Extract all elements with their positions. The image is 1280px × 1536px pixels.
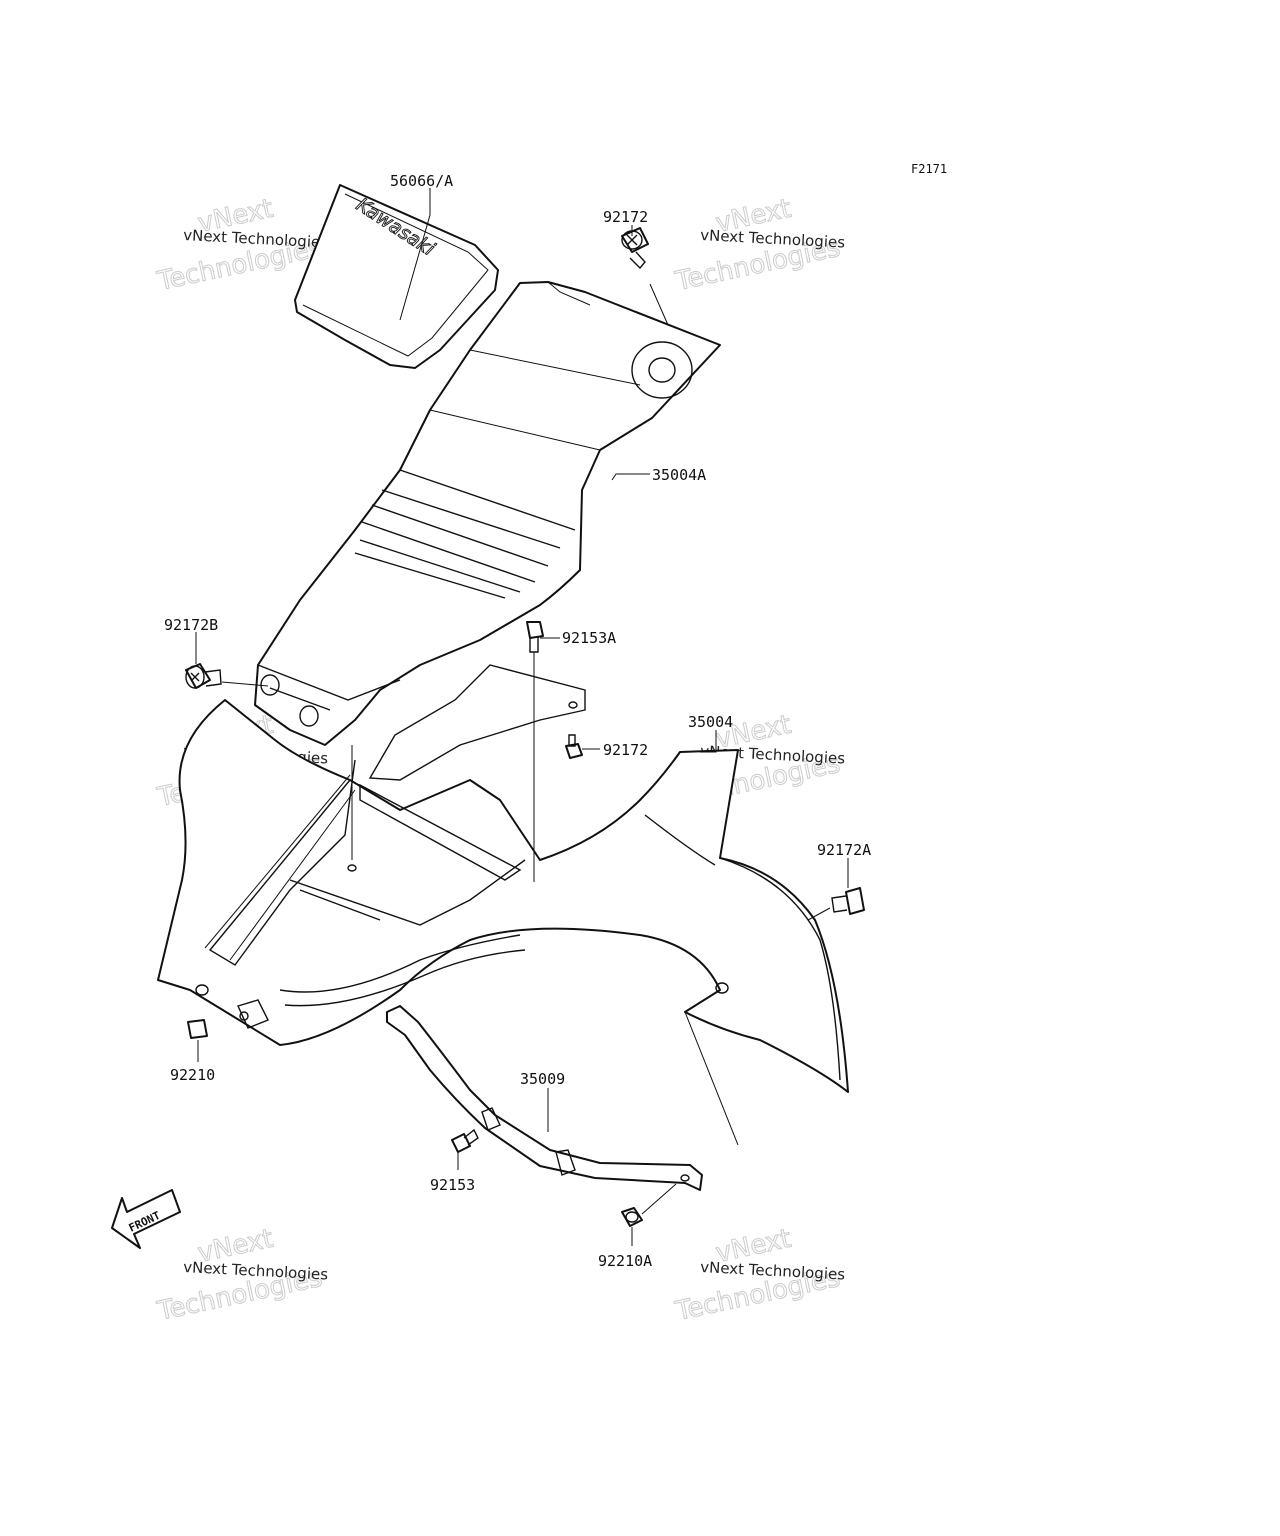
svg-text:vNext Technologies: vNext Technologies: [700, 1258, 846, 1284]
label-92210A: 92210A: [598, 1252, 652, 1270]
label-92153A: 92153A: [562, 629, 616, 647]
bolt-92172B: [185, 663, 222, 689]
leader-lines: [195, 188, 849, 1246]
front-fender-35004: [157, 699, 849, 1146]
figure-code: F2171: [911, 162, 947, 176]
watermark-top-right: vNext Technologies vNext Technologies: [672, 193, 846, 297]
nut-92210A: [621, 1207, 643, 1227]
label-35004: 35004: [688, 713, 733, 731]
bolt-92153: [451, 1128, 479, 1153]
bolt-92172-mid: [565, 734, 583, 759]
label-92153: 92153: [430, 1176, 475, 1194]
emblem-56066A: Kawasaki: [294, 184, 499, 369]
label-92172B: 92172B: [164, 616, 218, 634]
label-35009: 35009: [520, 1070, 565, 1088]
svg-text:vNext Technologies: vNext Technologies: [183, 1258, 329, 1284]
front-direction-arrow: FRONT: [111, 1189, 181, 1249]
label-56066A: 56066/A: [390, 172, 453, 190]
label-92172-mid: 92172: [603, 741, 648, 759]
watermark-bottom-left: vNext Technologies vNext Technologies: [154, 1223, 329, 1327]
label-92210: 92210: [170, 1066, 215, 1084]
stay-35009: [386, 1005, 703, 1191]
svg-text:vNext Technologies: vNext Technologies: [700, 226, 846, 252]
front-cover-35004A: [254, 281, 721, 781]
bolt-92153A: [526, 621, 544, 653]
watermark-top-left: vNext Technologies vNext Technologies: [154, 193, 329, 297]
watermark-bottom-right: vNext Technologies vNext Technologies: [672, 1223, 846, 1327]
bolt-92172A: [831, 887, 865, 915]
svg-text:vNext Technologies: vNext Technologies: [183, 226, 329, 252]
label-92172-top: 92172: [603, 208, 648, 226]
nut-92210: [187, 1019, 208, 1039]
bolt-92172-top: [621, 227, 649, 270]
label-35004A: 35004A: [652, 466, 706, 484]
label-92172A: 92172A: [817, 841, 871, 859]
